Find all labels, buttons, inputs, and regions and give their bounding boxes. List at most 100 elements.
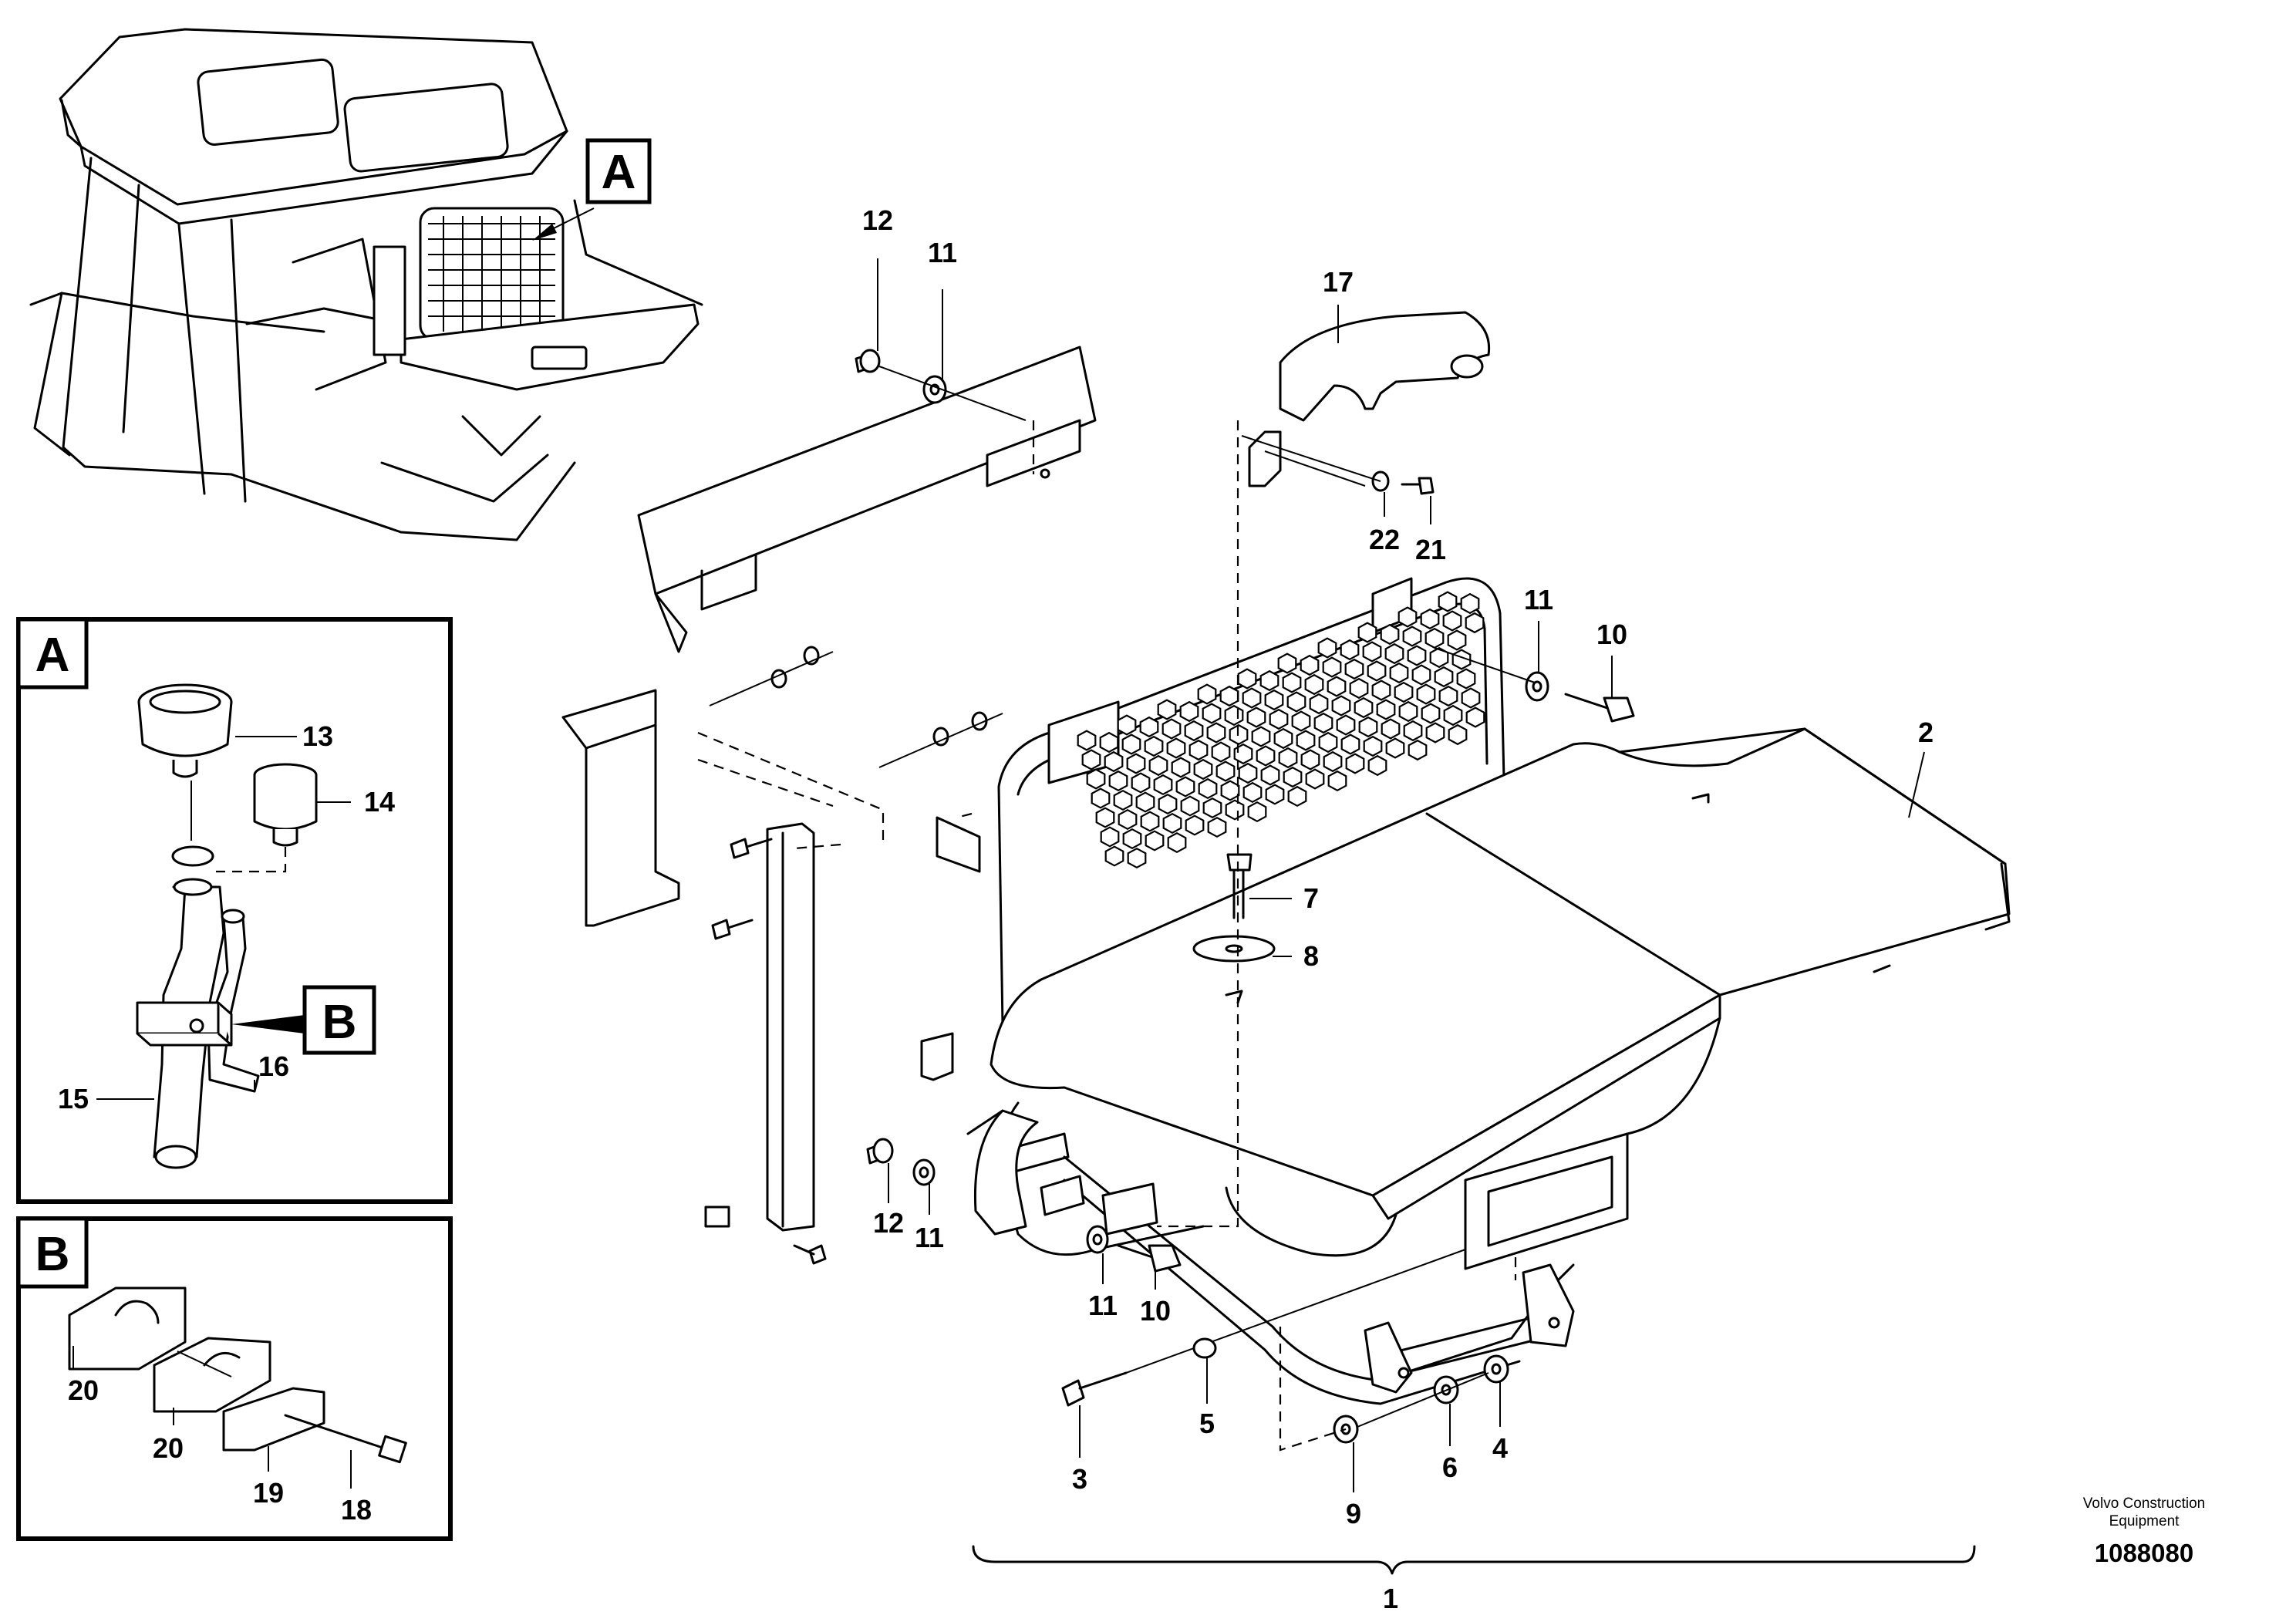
hex-cell xyxy=(1313,712,1333,734)
callout-7: 7 xyxy=(1303,882,1319,914)
hex-cell xyxy=(1091,787,1111,809)
hex-cell xyxy=(1100,826,1120,848)
hex-cell xyxy=(1363,735,1383,757)
side-bracket-drawing xyxy=(561,689,680,927)
hex-cell xyxy=(1086,768,1106,790)
hex-cell xyxy=(1434,666,1454,688)
hex-cell xyxy=(1438,591,1458,612)
hex-cell xyxy=(1318,731,1338,754)
hex-cell xyxy=(1206,722,1226,744)
callout-21: 21 xyxy=(1415,534,1446,565)
hex-cell xyxy=(1283,766,1303,788)
cab-overview-illustration xyxy=(29,28,703,541)
part-2-cover-drawing xyxy=(990,727,2011,1270)
hex-cell xyxy=(1233,743,1253,765)
hex-cell xyxy=(1161,718,1182,740)
part-13-cap-drawing xyxy=(137,683,233,778)
hex-cell xyxy=(1438,685,1458,707)
hex-cell xyxy=(1394,681,1414,703)
hex-cell xyxy=(1077,730,1097,751)
footer-company-line1: Volvo Construction xyxy=(2083,1496,2205,1512)
hex-cell xyxy=(1345,753,1365,774)
part-20-clamp-halves-drawing xyxy=(68,1286,271,1413)
callout-15: 15 xyxy=(58,1083,89,1114)
assembly-1-brace xyxy=(972,1545,1976,1575)
part-19-plate-drawing xyxy=(222,1387,325,1452)
callout-12-lower: 12 xyxy=(873,1207,904,1239)
hex-cell xyxy=(1465,706,1485,728)
hex-cell xyxy=(1354,696,1374,719)
hex-cell xyxy=(1157,699,1177,720)
hex-cell xyxy=(1448,723,1468,746)
detail-callout-a-overview: A xyxy=(585,138,652,204)
hex-cell xyxy=(1336,714,1356,736)
hex-cell xyxy=(1407,645,1427,666)
hex-cell xyxy=(1381,718,1401,740)
hex-cell xyxy=(1385,737,1405,759)
hex-cell xyxy=(1095,807,1115,828)
part-17-bracket-cover-drawing xyxy=(1248,311,1491,487)
hex-cell xyxy=(1384,642,1404,665)
callout-10-top: 10 xyxy=(1596,619,1627,650)
hex-cell xyxy=(1456,668,1476,690)
callout-22: 22 xyxy=(1369,524,1400,555)
hex-cell xyxy=(1121,733,1141,755)
hex-cell xyxy=(1162,812,1182,835)
hex-cell xyxy=(1340,639,1360,661)
hex-cell xyxy=(1220,780,1240,801)
hex-cell xyxy=(1304,673,1324,696)
overview-grille-pattern xyxy=(428,216,555,332)
hex-cell xyxy=(1099,731,1119,754)
hex-cell xyxy=(1139,716,1159,738)
hex-cell xyxy=(1278,747,1298,769)
hex-cell xyxy=(1104,750,1124,773)
hex-cell xyxy=(1264,689,1284,711)
hex-cell xyxy=(1202,703,1222,724)
hex-cell xyxy=(1349,677,1369,700)
hex-cell xyxy=(1371,679,1391,701)
hex-cell xyxy=(1269,708,1289,730)
detail-label-a: A xyxy=(35,629,70,682)
hex-cell xyxy=(1224,704,1244,727)
hex-cell xyxy=(1340,733,1360,755)
footer-drawing-number: 1088080 xyxy=(2095,1539,2193,1567)
callout-3: 3 xyxy=(1072,1463,1087,1495)
hex-cell xyxy=(1309,693,1329,715)
hex-cell xyxy=(1193,758,1213,781)
vertical-support-drawing xyxy=(704,816,981,1232)
hex-cell xyxy=(1265,784,1285,805)
hex-mesh-grille xyxy=(1077,591,1485,869)
callout-14: 14 xyxy=(364,786,395,818)
hex-cell xyxy=(1242,687,1262,709)
hex-cell xyxy=(1327,676,1347,697)
fastener-drawings xyxy=(709,349,1891,1444)
hex-cell xyxy=(1175,776,1195,798)
hex-cell xyxy=(1113,789,1133,811)
hex-cell xyxy=(1117,714,1137,736)
hex-cell xyxy=(1158,793,1178,815)
hex-cell xyxy=(1443,704,1463,727)
callout-11-lower: 11 xyxy=(915,1222,944,1253)
hex-cell xyxy=(1122,828,1142,850)
callout-10-bottom: 10 xyxy=(1140,1295,1171,1327)
detail-box-b: B xyxy=(16,1216,453,1541)
hex-cell xyxy=(1207,816,1227,838)
hex-cell xyxy=(1167,831,1187,854)
hex-cell xyxy=(1465,612,1485,634)
callout-11-bottom: 11 xyxy=(1088,1290,1118,1321)
hex-cell xyxy=(1380,623,1400,646)
hex-cell xyxy=(1140,811,1160,832)
hex-cell xyxy=(1358,716,1378,738)
detail-label-b-ref: B xyxy=(322,996,357,1049)
hex-cell xyxy=(1411,664,1431,686)
part-14-bushing-drawing xyxy=(253,763,318,847)
hex-cell xyxy=(1118,808,1138,831)
hex-cell xyxy=(1225,799,1245,821)
hex-cell xyxy=(1166,737,1186,759)
hex-cell xyxy=(1104,845,1124,867)
hex-cell xyxy=(1127,847,1147,869)
callout-20-lower: 20 xyxy=(153,1432,184,1464)
hex-cell xyxy=(1238,762,1258,784)
assembly-dashed-lines xyxy=(697,420,1517,1452)
